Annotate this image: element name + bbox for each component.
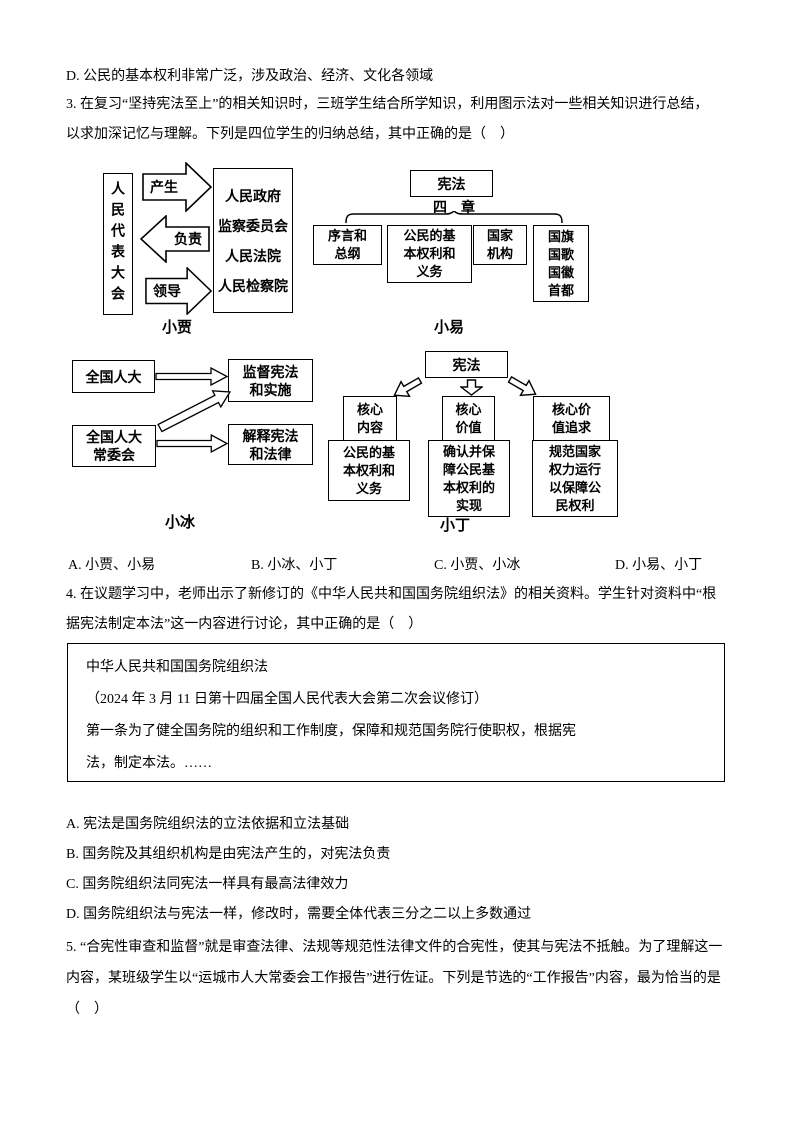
interpret-arrow-icon [156, 434, 229, 453]
q4-material-box: 中华人民共和国国务院组织法 （2024 年 3 月 11 日第十四届全国人民代表… [67, 643, 725, 782]
xiaoding-constitution-box: 宪法 [425, 351, 508, 378]
down-arrow-icon [460, 379, 483, 396]
student-name-xiaoyi: 小易 [433, 319, 464, 336]
xiaoding-header3-box: 核心价 值追求 [533, 396, 610, 441]
xiaobing-interpret-box: 解释宪法 和法律 [228, 424, 313, 465]
q4-option-a: A. 宪法是国务院组织法的立法依据和立法基础 [66, 817, 350, 832]
xiaoyi-chapter1-box: 序言和 总纲 [313, 225, 382, 265]
xiaoyi-chapters-label: 四 章 [433, 199, 475, 215]
student-name-xiaobing: 小冰 [164, 514, 195, 531]
xiaobing-supervise-box: 监督宪法 和实施 [228, 359, 313, 402]
xiaojia-npc-label: 人民代表大会 [110, 181, 126, 307]
supervise-arrow-icon [155, 367, 229, 386]
xiaobing-npcsc-box: 全国人大 常委会 [72, 425, 156, 467]
xiaobing-npc-box: 全国人大 [72, 360, 155, 393]
q3-stem: 3. 在复习“坚持宪法至上”的相关知识时，三班学生结合所学知识，利用图示法对一些… [66, 97, 709, 142]
q3-option-d: D. 小易、小丁 [615, 558, 703, 573]
xiaoyi-chapter3-box: 国家 机构 [473, 225, 527, 265]
xiaoding-body2-box: 确认并保 障公民基 本权利的 实现 [428, 440, 510, 517]
q4-option-c: C. 国务院组织法同宪法一样具有最高法律效力 [66, 877, 349, 892]
xiaoding-body3-box: 规范国家 权力运行 以保障公 民权利 [532, 440, 618, 517]
xiaojia-organs-box: 人民政府 监察委员会 人民法院 人民检察院 [213, 168, 293, 313]
xiaoding-body1-box: 公民的基 本权利和 义务 [328, 440, 410, 501]
produce-arrow-label: 产生 [150, 179, 178, 195]
student-name-xiaojia: 小贾 [161, 319, 192, 336]
produce-arrow-icon: 产生 [142, 162, 213, 212]
lead-arrow-label: 领导 [153, 283, 181, 299]
q3-option-b: B. 小冰、小丁 [251, 558, 338, 573]
q4-stem: 4. 在议题学习中，老师出示了新修订的《中华人民共和国国务院组织法》的相关资料。… [66, 587, 717, 632]
q3-option-c: C. 小贾、小冰 [434, 558, 521, 573]
down-left-arrow-icon [388, 371, 426, 404]
xiaoding-header1-box: 核心 内容 [343, 396, 397, 441]
responsible-arrow-icon: 负责 [140, 215, 210, 263]
q3-option-a: A. 小贾、小易 [68, 558, 156, 573]
q4-option-d: D. 国务院组织法与宪法一样，修改时，需要全体代表三分之二以上多数通过 [66, 907, 532, 922]
diagonal-arrow-icon [156, 385, 234, 433]
xiaojia-npc-box: 人民代表大会 [103, 173, 133, 315]
student-name-xiaoding: 小丁 [439, 517, 470, 534]
q5-stem: 5. “合宪性审查和监督”就是审查法律、法规等规范性法律文件的合宪性，使其与宪法… [66, 940, 723, 1017]
down-right-arrow-icon [504, 370, 542, 403]
q4-option-b: B. 国务院及其组织机构是由宪法产生的，对宪法负责 [66, 847, 391, 862]
q2-option-d: D. 公民的基本权利非常广泛，涉及政治、经济、文化各领域 [66, 69, 434, 84]
xiaoyi-chapter2-box: 公民的基 本权利和 义务 [387, 225, 472, 283]
responsible-arrow-label: 负责 [174, 231, 202, 247]
brace-icon [345, 211, 563, 224]
xiaoding-header2-box: 核心 价值 [442, 396, 495, 441]
xiaoyi-chapter4-box: 国旗 国歌 国徽 首都 [533, 225, 589, 302]
xiaoyi-constitution-box: 宪法 [410, 170, 493, 197]
lead-arrow-icon: 领导 [145, 267, 213, 315]
